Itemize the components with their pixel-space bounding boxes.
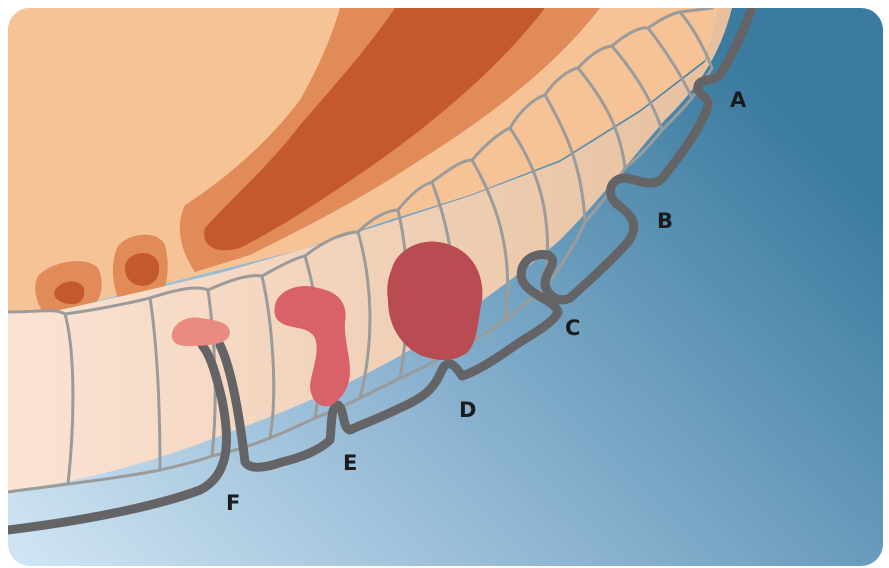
- diagram-panel: A B C D E F: [8, 8, 883, 566]
- label-e: E: [343, 451, 357, 475]
- label-a: A: [730, 88, 747, 112]
- label-f: F: [226, 491, 240, 515]
- label-b: B: [657, 209, 673, 233]
- label-c: C: [565, 316, 580, 340]
- pit-inner-2: [125, 253, 159, 286]
- diagram-svg: A B C D E F: [8, 8, 883, 566]
- label-d: D: [459, 398, 476, 422]
